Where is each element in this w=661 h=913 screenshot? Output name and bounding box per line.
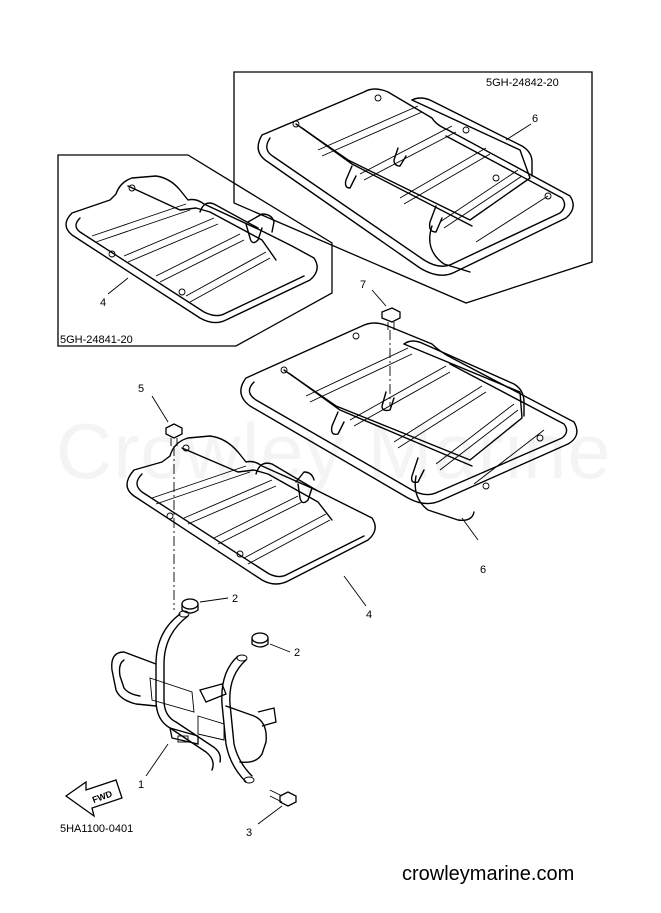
rear-inset-part-number: 5GH-24842-20 (486, 77, 559, 89)
bumper (111, 610, 277, 784)
front-carrier-inset: 5GH-24841-20 4 (57, 154, 333, 347)
front-carrier-leader (343, 575, 367, 607)
cap-upper (181, 598, 199, 614)
rear-carrier-callout: 6 (480, 564, 486, 576)
cap-upper-callout: 2 (232, 593, 238, 605)
fwd-arrow-icon: FWD (64, 779, 123, 818)
cap-lower (251, 632, 269, 648)
front-carrier (126, 435, 376, 585)
bolt-rear (381, 307, 401, 330)
rear-carrier-inset-drawing (257, 88, 574, 276)
cap-lower-leader (269, 643, 291, 653)
bolt-rear-leader (371, 289, 387, 307)
cap-lower-callout: 2 (294, 647, 300, 659)
bolt-bumper-leader (257, 805, 283, 825)
rear-inset-frame (233, 71, 593, 304)
front-inset-leader (107, 277, 129, 295)
bolt-bumper-callout: 3 (246, 827, 252, 839)
front-carrier-callout: 4 (366, 609, 372, 621)
rear-inset-leader (505, 123, 532, 141)
bolt-front-callout: 5 (138, 383, 144, 395)
website-text: crowleymarine.com (402, 863, 574, 885)
rear-carrier-inset: 5GH-24842-20 (233, 71, 593, 304)
front-carrier-inset-drawing (65, 175, 318, 324)
rear-carrier-leader (461, 517, 479, 541)
figure-code: 5HA1100-0401 (60, 823, 133, 835)
bumper-callout: 1 (138, 779, 144, 791)
rear-carrier (240, 322, 578, 522)
front-inset-part-number: 5GH-24841-20 (60, 334, 133, 346)
bolt-bumper (269, 789, 297, 807)
bumper-leader (145, 743, 169, 777)
bolt-front-leader (151, 395, 169, 423)
bolt-rear-callout: 7 (360, 279, 366, 291)
cap-upper-leader (199, 597, 229, 603)
front-inset-frame (57, 154, 333, 347)
front-inset-callout: 4 (100, 297, 106, 309)
fwd-label: FWD (91, 788, 114, 805)
bolt-front (165, 423, 183, 446)
rear-inset-callout: 6 (532, 113, 538, 125)
